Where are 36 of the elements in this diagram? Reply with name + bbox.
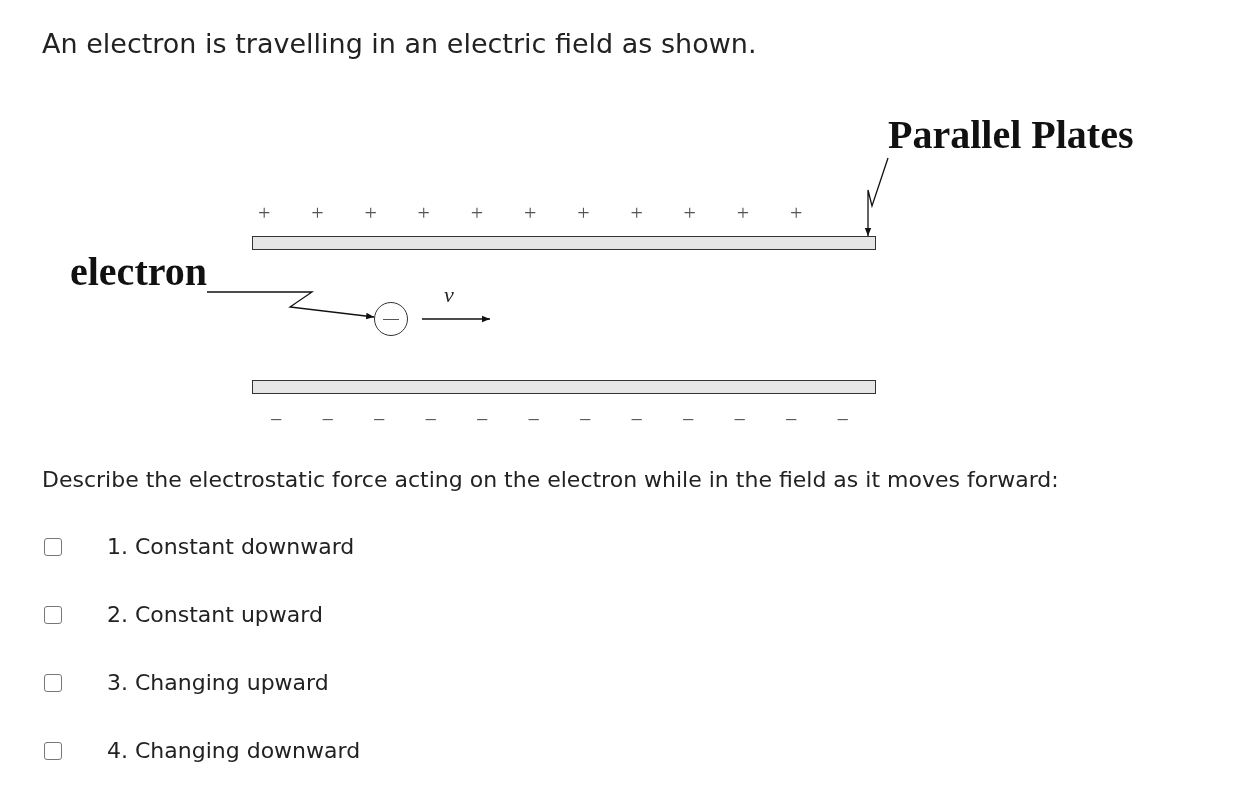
charge-sign: − bbox=[579, 409, 592, 431]
charge-sign: + bbox=[630, 202, 643, 224]
charge-sign: + bbox=[364, 202, 377, 224]
velocity-symbol: v bbox=[444, 284, 454, 306]
charge-sign: − bbox=[630, 409, 643, 431]
charge-sign: + bbox=[790, 202, 803, 224]
plate-label: Parallel Plates bbox=[888, 112, 1134, 158]
question-title: An electron is travelling in an electric field as shown. bbox=[42, 28, 757, 59]
charge-sign: + bbox=[683, 202, 696, 224]
charge-sign: − bbox=[321, 409, 334, 431]
charge-sign: + bbox=[577, 202, 590, 224]
option-text: 3. Changing upward bbox=[107, 670, 329, 695]
charge-sign: − bbox=[270, 409, 283, 431]
electron-label: electron bbox=[70, 250, 207, 294]
capacitor-plate bbox=[252, 236, 876, 250]
charge-sign: + bbox=[524, 202, 537, 224]
question-text: Describe the electrostatic force acting on the electron while in the field as it moves forward: bbox=[42, 467, 1059, 492]
charge-sign: + bbox=[470, 202, 484, 224]
option-text: 2. Constant upward bbox=[107, 602, 323, 627]
option-text: 4. Changing downward bbox=[107, 738, 361, 763]
charge-sign: − bbox=[476, 409, 489, 431]
leader-line bbox=[864, 157, 889, 237]
charge-sign: − bbox=[373, 409, 386, 431]
charge-sign: − bbox=[733, 409, 746, 431]
charge-sign: + bbox=[258, 202, 271, 224]
charge-sign: − bbox=[682, 409, 695, 431]
charge-sign: − bbox=[785, 409, 798, 431]
charge-sign: − bbox=[527, 409, 540, 431]
leader-line bbox=[206, 291, 375, 320]
charge-sign: + bbox=[736, 202, 750, 224]
charge-sign: + bbox=[311, 202, 324, 224]
capacitor-plate bbox=[252, 380, 876, 394]
charge-sign: − bbox=[836, 409, 849, 431]
charge-sign: + bbox=[417, 202, 430, 224]
charge-sign: − bbox=[424, 409, 437, 431]
option-text: 1. Constant downward bbox=[107, 534, 355, 559]
